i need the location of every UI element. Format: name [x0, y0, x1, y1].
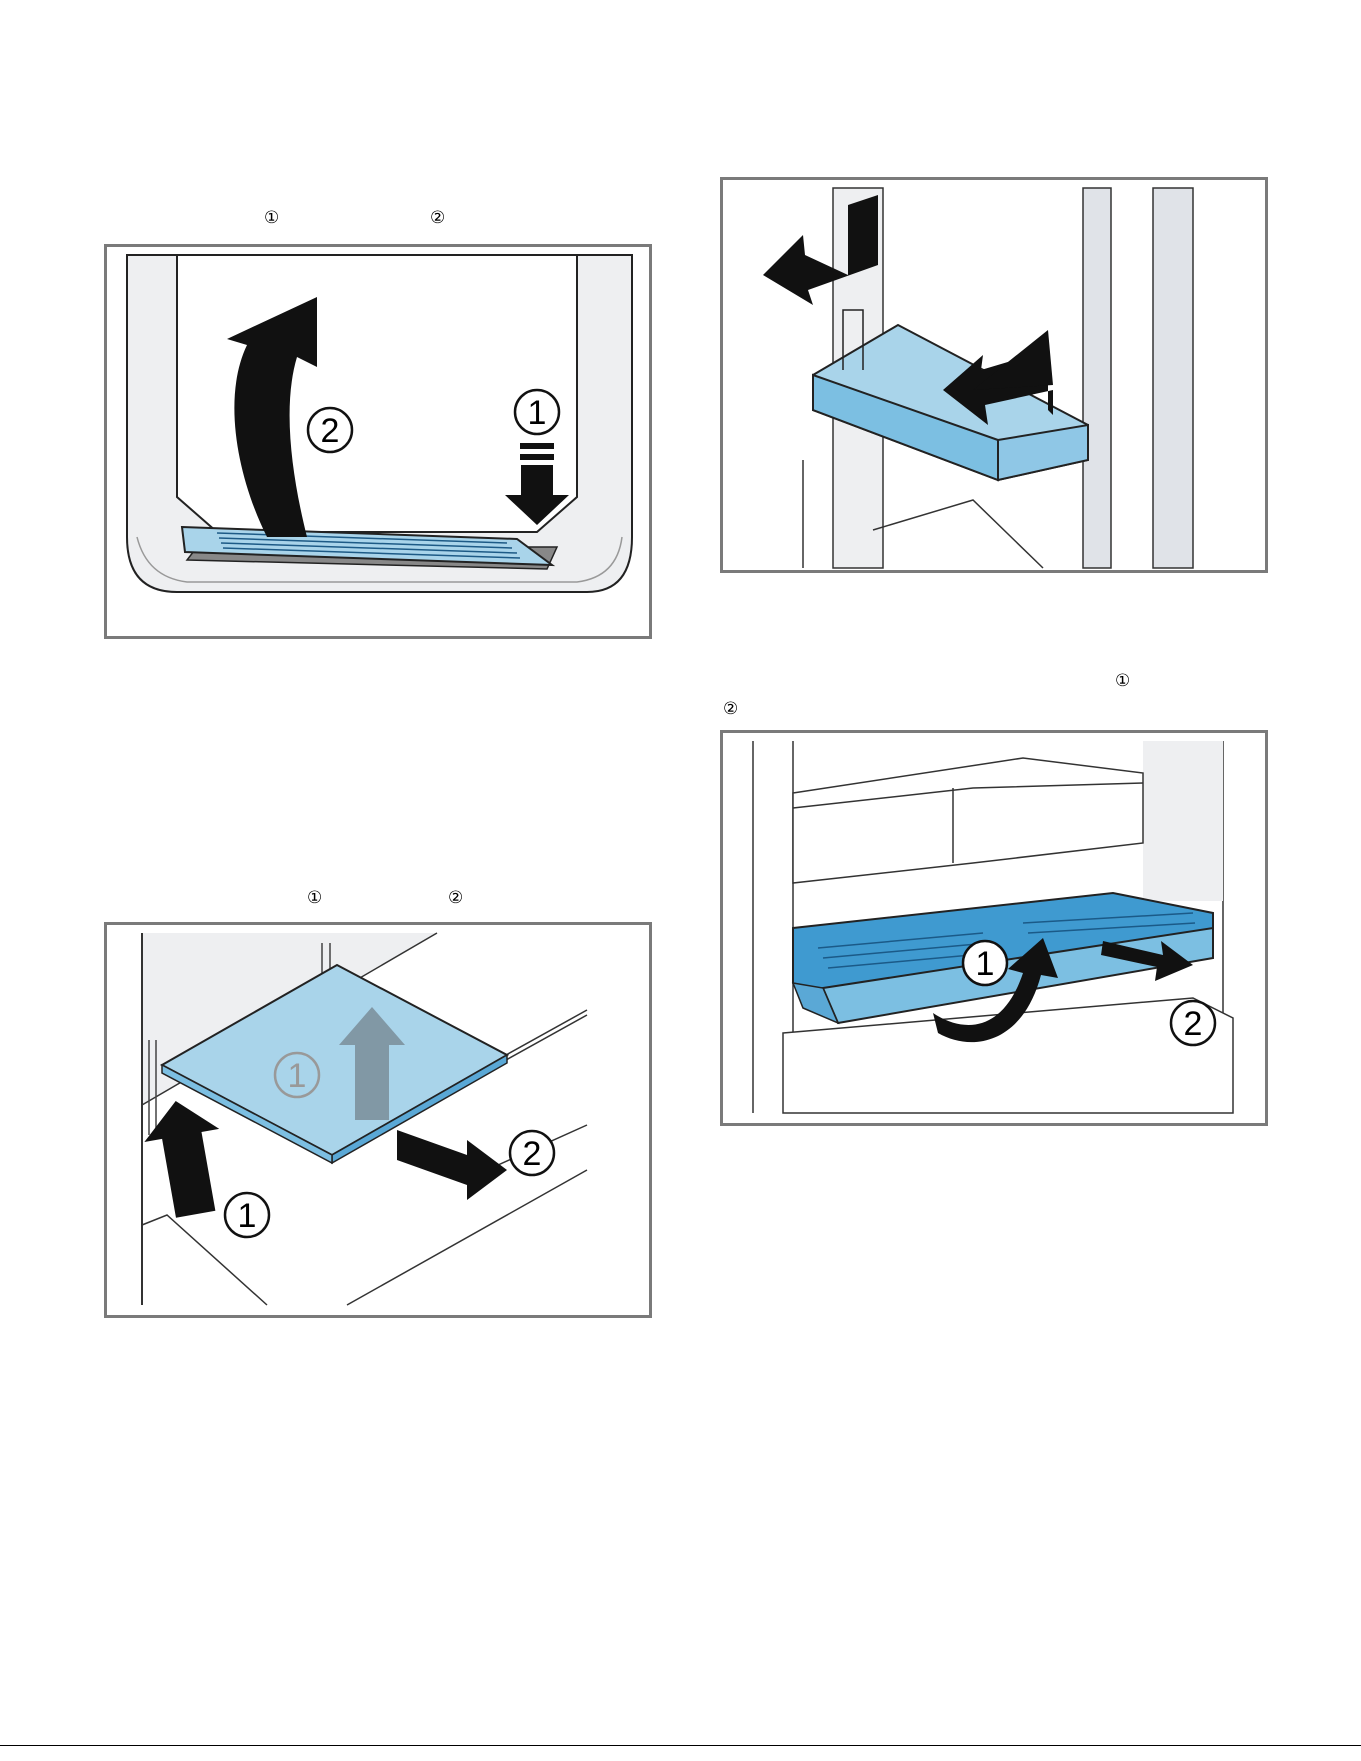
callout-label: 2: [321, 412, 340, 450]
callout-label: 1: [976, 945, 995, 983]
step-marker-2: ②: [430, 210, 445, 227]
step-marker-2: ②: [723, 701, 738, 718]
figure-door-shelf-removal: [720, 177, 1268, 573]
callout-label: 1: [288, 1057, 307, 1095]
figure-drawer-removal: 1 2: [720, 730, 1268, 1126]
door-shelf-illustration: [723, 180, 1265, 570]
callout-label: 2: [1184, 1005, 1203, 1043]
footer-rule: [0, 1745, 1361, 1746]
callout-label: 1: [528, 394, 547, 432]
step-marker-1: ①: [264, 210, 279, 227]
drawer-illustration: 1 2: [723, 733, 1265, 1123]
figure-glass-shelf-removal: 1 1 2: [104, 922, 652, 1318]
step-marker-2: ②: [448, 890, 463, 907]
step-marker-1: ①: [307, 890, 322, 907]
figure-floor-cover-removal: 2 1: [104, 244, 652, 639]
step-marker-1: ①: [1115, 673, 1130, 690]
floor-cover-illustration: 2 1: [107, 247, 649, 636]
callout-label: 1: [238, 1197, 257, 1235]
glass-shelf-illustration: 1 1 2: [107, 925, 649, 1315]
callout-label: 2: [523, 1135, 542, 1173]
